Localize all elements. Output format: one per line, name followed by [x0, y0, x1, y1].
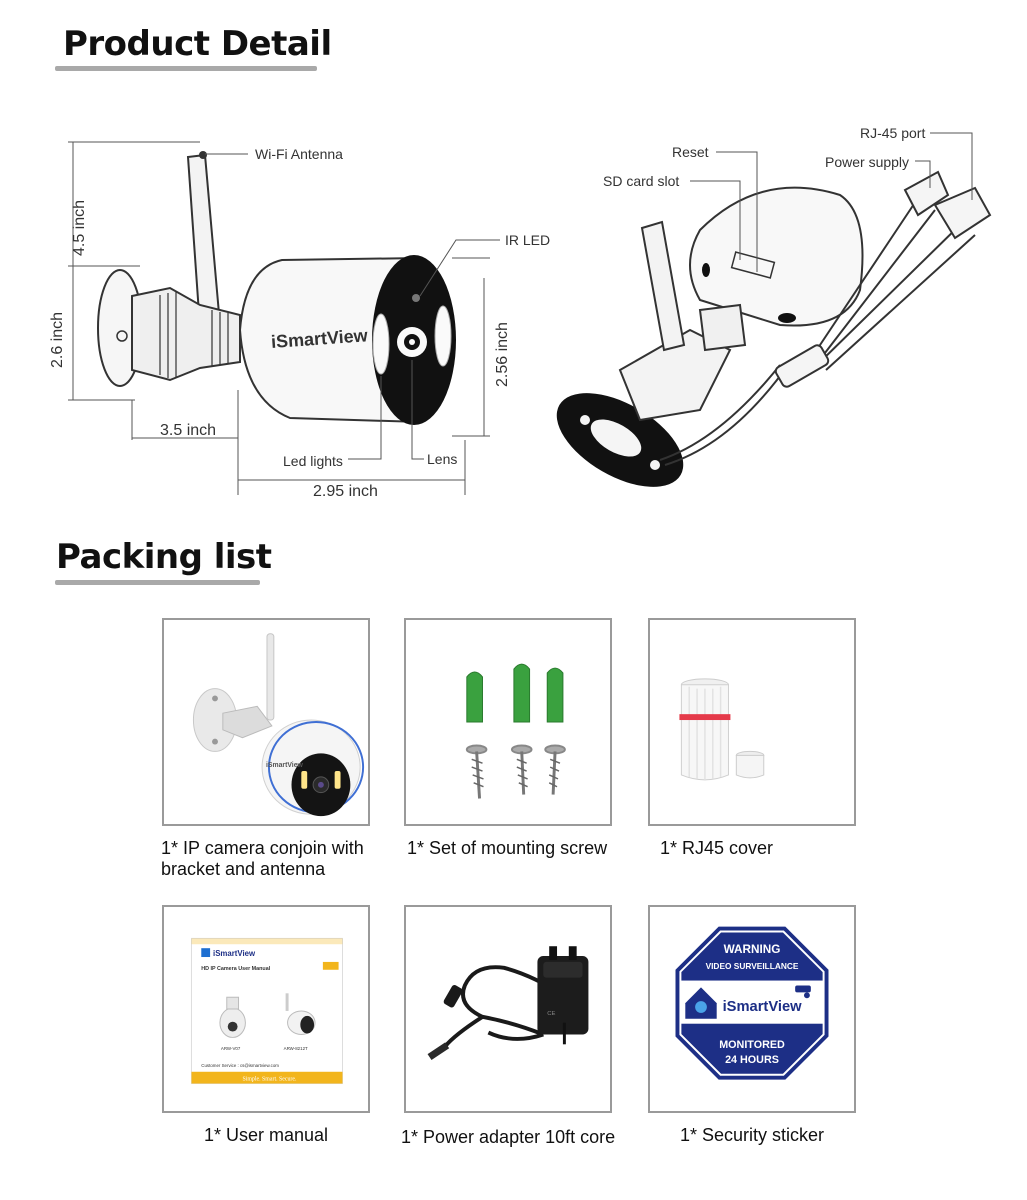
dimension-2-6-label: 2.6 inch [49, 312, 66, 368]
packing-list-title: Packing list [56, 537, 272, 577]
camera-icon [795, 985, 811, 999]
wifi-antenna-label: Wi-Fi Antenna [255, 146, 343, 162]
svg-text:CE: CE [547, 1011, 555, 1017]
camera-rear-drawing: Reset SD card slot RJ-45 port Power supp… [556, 125, 992, 487]
user-manual-caption: 1* User manual [204, 1125, 329, 1145]
manual-slogan: Simple. Smart. Secure. [242, 1077, 297, 1083]
led-lights-label: Led lights [283, 453, 343, 469]
packing-item-user-manual: iSmartView HD IP Camera User Manual ARW-… [162, 905, 370, 1113]
reset-label: Reset [672, 144, 709, 160]
sticker-monitored: MONITORED [719, 1039, 785, 1051]
ip-camera-caption: 1* IP camera conjoin with bracket and an… [161, 838, 364, 879]
manual-model-right: ARW-8212T [284, 1046, 308, 1051]
packing-item-mounting-screws [404, 618, 612, 826]
packing-item-ip-camera: iSmartView [162, 618, 370, 826]
dimension-2-95-label: 2.95 inch [313, 483, 378, 500]
sticker-brand: iSmartView [723, 999, 803, 1015]
manual-model-left: ARW-V07 [221, 1046, 241, 1051]
sticker-24-hours: 24 HOURS [725, 1054, 779, 1066]
manual-title: HD IP Camera User Manual [201, 966, 270, 972]
user-manual-image: iSmartView HD IP Camera User Manual ARW-… [190, 937, 343, 1085]
packing-list-underline [55, 580, 260, 585]
dimension-3-5-label: 3.5 inch [160, 422, 216, 439]
packing-item-power-adapter: CE [404, 905, 612, 1113]
rj45-cover-caption: 1* RJ45 cover [660, 838, 774, 858]
product-detail-title: Product Detail [63, 24, 332, 64]
packing-item-security-sticker: WARNING VIDEO SURVEILLANCE iSmartView MO… [648, 905, 856, 1113]
power-adapter-image: CE [427, 946, 589, 1060]
mounting-screws-image [465, 663, 566, 799]
sticker-warning: WARNING [724, 943, 781, 956]
power-supply-label: Power supply [825, 154, 909, 170]
rj45-cover-image [679, 678, 765, 781]
rj45-port-label: RJ-45 port [860, 125, 925, 141]
security-sticker-image: WARNING VIDEO SURVEILLANCE iSmartView MO… [675, 926, 829, 1080]
security-sticker-caption: 1* Security sticker [680, 1125, 825, 1145]
svg-text:iSmartView: iSmartView [266, 762, 304, 769]
mounting-screws-caption: 1* Set of mounting screw [407, 838, 608, 858]
product-detail-diagram: iSmartView Wi-Fi Antenna IR LED Led ligh… [49, 125, 992, 500]
ip-camera-image: iSmartView [192, 633, 365, 817]
manual-service: Customer Service : cs@ismartview.com [201, 1063, 279, 1068]
dimension-4-5-label: 4.5 inch [71, 200, 88, 256]
manual-brand: iSmartView [213, 949, 256, 958]
lens-label: Lens [427, 451, 457, 467]
dimension-2-56-label: 2.56 inch [494, 322, 511, 387]
packing-item-rj45-cover [648, 618, 856, 826]
camera-dimension-drawing: iSmartView Wi-Fi Antenna IR LED Led ligh… [49, 141, 550, 500]
ir-led-label: IR LED [505, 232, 550, 248]
sticker-surveillance: VIDEO SURVEILLANCE [706, 961, 799, 971]
sd-card-slot-label: SD card slot [603, 173, 679, 189]
power-adapter-caption: 1* Power adapter 10ft core [401, 1127, 616, 1147]
product-detail-underline [55, 66, 317, 71]
